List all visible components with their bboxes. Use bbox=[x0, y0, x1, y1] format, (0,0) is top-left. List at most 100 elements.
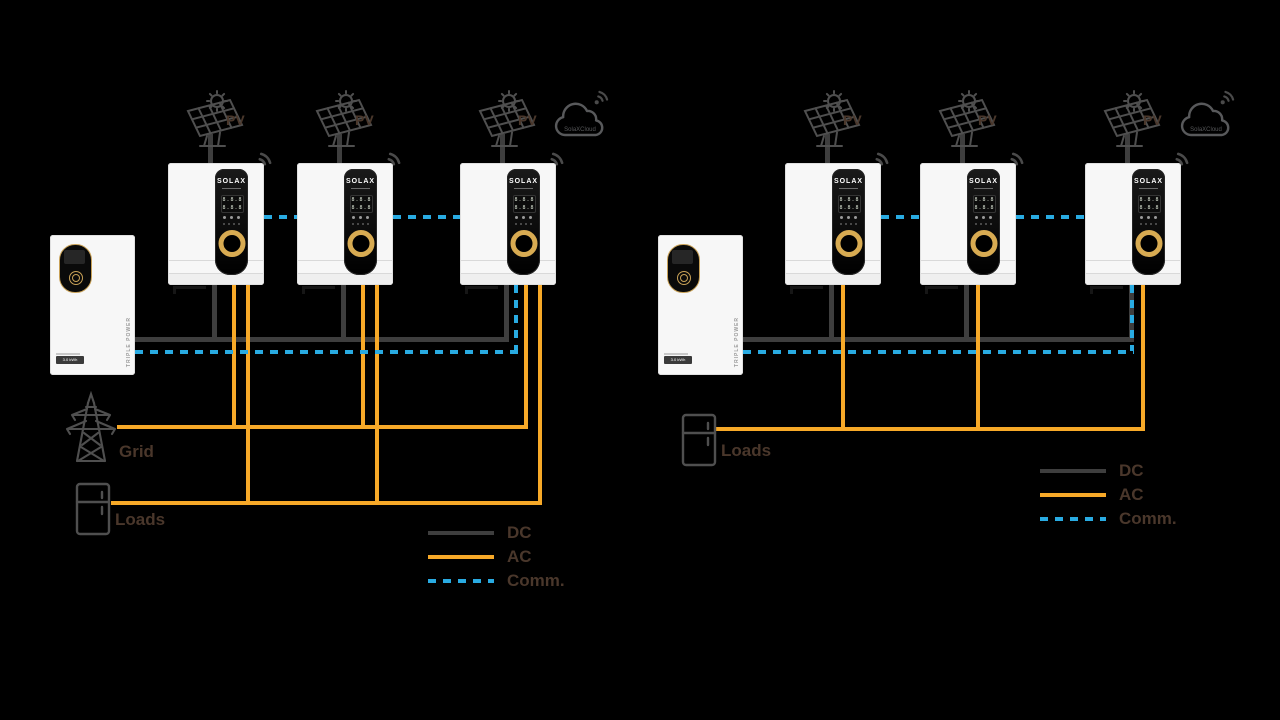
inverter: SOLAX 8.8.8 8.8.8 bbox=[920, 163, 1016, 294]
loads-icon bbox=[681, 413, 717, 467]
inverter-lcd-display: 8.8.8 8.8.8 bbox=[513, 195, 536, 213]
pv-label: PV bbox=[978, 112, 997, 128]
pv-label: PV bbox=[843, 112, 862, 128]
dc-wire bbox=[964, 285, 969, 341]
inverter-brand-logo: SOLAX bbox=[345, 178, 376, 185]
inverter-front-panel: SOLAX 8.8.8 8.8.8 bbox=[832, 169, 865, 275]
inverter-lcd-display: 8.8.8 8.8.8 bbox=[838, 195, 861, 213]
legend-ac-line bbox=[1040, 493, 1106, 497]
comm-bus bbox=[135, 350, 519, 354]
inverter-mount-bracket bbox=[173, 286, 206, 294]
comm-wire bbox=[264, 215, 297, 219]
inverter-indicator-dots bbox=[507, 216, 540, 219]
inverter-seam bbox=[921, 273, 1015, 274]
inverter-button-dots bbox=[1132, 223, 1165, 225]
legend-row-dc: DC bbox=[1040, 461, 1177, 481]
battery-gold-logo bbox=[69, 271, 83, 285]
inverter-indicator-dots bbox=[967, 216, 1000, 219]
pv-label: PV bbox=[355, 112, 374, 128]
battery-capacity-label: 3.0 kWh bbox=[56, 353, 86, 364]
inverter-brand-logo: SOLAX bbox=[968, 178, 999, 185]
legend-dc-label: DC bbox=[507, 523, 532, 542]
inverter-seam bbox=[786, 273, 880, 274]
battery-screen bbox=[64, 250, 85, 264]
ac-loads-bus bbox=[716, 427, 1145, 431]
wifi-icon bbox=[593, 90, 609, 106]
inverter: SOLAX 8.8.8 8.8.8 bbox=[460, 163, 556, 294]
comm-bus bbox=[743, 350, 1134, 354]
inverter-ring-knob bbox=[510, 230, 537, 257]
inverter-indicator-dots bbox=[832, 216, 865, 219]
dc-wire bbox=[960, 134, 965, 163]
inverter-ring-knob bbox=[970, 230, 997, 257]
inverter-seam bbox=[169, 273, 263, 274]
battery-display-oval bbox=[667, 244, 700, 293]
ac-wire bbox=[976, 285, 980, 429]
inverter-mount-bracket bbox=[925, 286, 958, 294]
inverter-brand-logo: SOLAX bbox=[508, 178, 539, 185]
battery: TRIPLE POWER 3.0 kWh bbox=[50, 235, 135, 375]
legend-row-ac: AC bbox=[428, 547, 565, 567]
dc-wire bbox=[504, 285, 509, 341]
inverter-lcd-display: 8.8.8 8.8.8 bbox=[973, 195, 996, 213]
inverter: SOLAX 8.8.8 8.8.8 bbox=[297, 163, 393, 294]
legend: DC AC Comm. bbox=[428, 523, 565, 591]
legend-ac-line bbox=[428, 555, 494, 559]
inverter-brand-logo: SOLAX bbox=[216, 178, 247, 185]
comm-wire bbox=[1130, 285, 1134, 351]
inverter-lcd-display: 8.8.8 8.8.8 bbox=[1138, 195, 1161, 213]
inverter-seam bbox=[298, 273, 392, 274]
legend-dc-line bbox=[1040, 469, 1106, 473]
inverter-mount-bracket bbox=[790, 286, 823, 294]
cloud-label: SolaXCloud bbox=[1190, 127, 1222, 133]
ac-loads-bus bbox=[111, 501, 542, 505]
inverter-button-dots bbox=[344, 223, 377, 225]
ac-grid-bus bbox=[117, 425, 528, 429]
inverter-indicator-dots bbox=[215, 216, 248, 219]
inverter-indicator-dots bbox=[1132, 216, 1165, 219]
legend: DC AC Comm. bbox=[1040, 461, 1177, 529]
dc-wire bbox=[825, 134, 830, 163]
dc-bus bbox=[741, 337, 1134, 342]
dc-bus bbox=[133, 337, 509, 342]
legend-row-ac: AC bbox=[1040, 485, 1177, 505]
inverter-lcd-display: 8.8.8 8.8.8 bbox=[221, 195, 244, 213]
inverter-button-dots bbox=[832, 223, 865, 225]
battery-gold-logo bbox=[677, 271, 691, 285]
dc-wire bbox=[337, 134, 342, 163]
inverter-lcd-display: 8.8.8 8.8.8 bbox=[350, 195, 373, 213]
loads-label: Loads bbox=[115, 510, 166, 529]
inverter-front-panel: SOLAX 8.8.8 8.8.8 bbox=[215, 169, 248, 275]
inverter-ring-knob bbox=[347, 230, 374, 257]
inverter-ring-knob bbox=[1135, 230, 1162, 257]
inverter-mount-bracket bbox=[1090, 286, 1123, 294]
cloud-icon: SolaXCloud bbox=[554, 102, 604, 137]
legend-row-comm: Comm. bbox=[428, 571, 565, 591]
ac-wire bbox=[246, 285, 250, 503]
comm-wire bbox=[881, 215, 920, 219]
comm-wire bbox=[514, 285, 518, 351]
legend-comm-label: Comm. bbox=[1119, 509, 1177, 528]
battery-display-oval bbox=[59, 244, 92, 293]
dc-wire bbox=[829, 285, 834, 341]
ac-wire bbox=[1141, 285, 1145, 429]
battery-screen bbox=[672, 250, 693, 264]
ac-wire bbox=[841, 285, 845, 429]
ac-wire bbox=[524, 285, 528, 427]
inverter-indicator-dots bbox=[344, 216, 377, 219]
comm-wire bbox=[393, 215, 460, 219]
inverter-front-panel: SOLAX 8.8.8 8.8.8 bbox=[344, 169, 377, 275]
pv-label: PV bbox=[1143, 112, 1162, 128]
inverter-ring-knob bbox=[835, 230, 862, 257]
legend-dc-label: DC bbox=[1119, 461, 1144, 480]
inverter-mount-bracket bbox=[302, 286, 335, 294]
inverter-button-dots bbox=[507, 223, 540, 225]
dc-wire bbox=[208, 134, 213, 163]
grid-label: Grid bbox=[119, 442, 154, 461]
dc-wire bbox=[1125, 134, 1130, 163]
inverter-front-panel: SOLAX 8.8.8 8.8.8 bbox=[1132, 169, 1165, 275]
legend-ac-label: AC bbox=[507, 547, 532, 566]
dc-wire bbox=[212, 285, 217, 341]
loads-label: Loads bbox=[721, 441, 772, 460]
loads-icon bbox=[75, 482, 111, 536]
